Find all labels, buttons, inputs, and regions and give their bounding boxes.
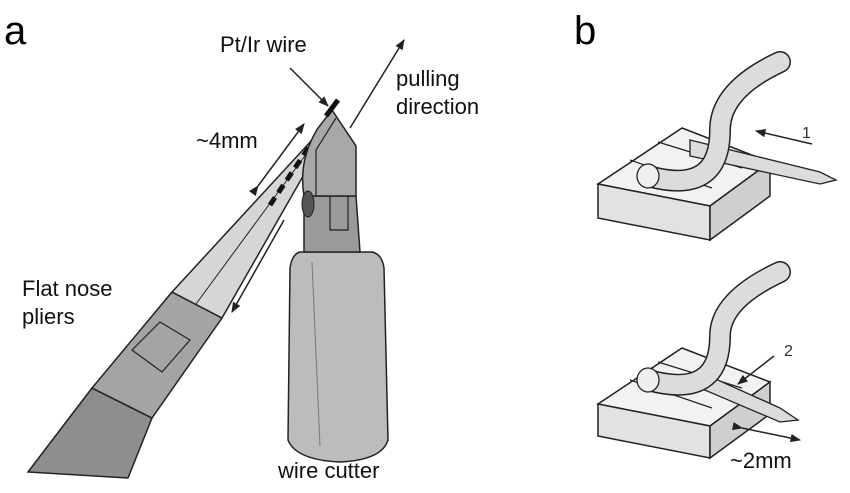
pulling-label-line2: direction xyxy=(396,94,479,119)
wire-cutter xyxy=(287,98,389,463)
cable-2-end xyxy=(636,367,660,393)
pliers-label-line2: pliers xyxy=(22,304,75,329)
cutter-handle xyxy=(287,251,389,463)
cutter-blade-line xyxy=(315,117,337,196)
step-1-arrow xyxy=(754,129,813,145)
pulling-direction-arrow xyxy=(349,39,405,129)
wire-tip xyxy=(324,98,340,118)
wire-cutter-label: wire cutter xyxy=(277,458,379,483)
pt-ir-wire-label: Pt/Ir wire xyxy=(220,32,307,57)
step-1-number: 1 xyxy=(802,125,811,142)
panel-a-letter: a xyxy=(4,9,27,53)
cable-2 xyxy=(638,262,790,395)
panel-a: a xyxy=(4,9,479,483)
block-step-1: 1 xyxy=(596,51,838,242)
wire-pointer-arrow xyxy=(289,67,329,107)
cutter-head xyxy=(301,108,357,197)
block-1-side xyxy=(709,160,771,242)
pliers-joint-detail xyxy=(131,321,191,373)
cutter-handle-highlight xyxy=(311,261,321,447)
length-2mm-label: ~2mm xyxy=(730,448,792,473)
pliers-label-line1: Flat nose xyxy=(22,276,113,301)
panel-b-letter: b xyxy=(574,9,596,53)
step-2-number: 2 xyxy=(784,343,793,360)
pulling-label-line1: pulling xyxy=(396,66,460,91)
cutter-pivot xyxy=(301,190,315,218)
step-2-arrow xyxy=(737,355,775,385)
pliers-pull-arrow xyxy=(231,219,285,313)
panel-b: b 1 2 xyxy=(574,9,838,473)
cutter-jaw-detail xyxy=(329,196,349,231)
length-2mm-arrow xyxy=(731,421,802,443)
length-4mm-arrow xyxy=(248,123,305,197)
cable-1 xyxy=(638,52,790,191)
block-step-2: 2 ~2mm xyxy=(596,261,802,473)
cable-1-end xyxy=(636,163,660,189)
length-4mm-label: ~4mm xyxy=(196,128,258,153)
